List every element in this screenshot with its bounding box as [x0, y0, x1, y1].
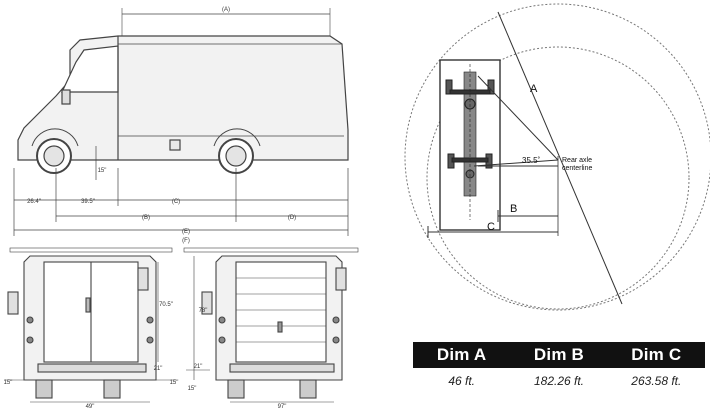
side-mid-dim: 15"	[98, 168, 107, 174]
value-dim-c: 263.58 ft.	[631, 374, 682, 388]
label-b: B	[510, 203, 517, 215]
header-dim-c: Dim C	[631, 345, 682, 364]
side-left-dim-2: 39.5"	[81, 199, 95, 205]
outer-turning-circle	[404, 3, 710, 311]
dimension-table-header: Dim A Dim B Dim C	[413, 342, 705, 368]
door-bottom-dim-mid: 97"	[278, 404, 287, 410]
door-low-dim: 21"	[194, 364, 203, 370]
header-dim-b: Dim B	[533, 345, 585, 364]
door-height-dim: 78"	[199, 308, 208, 314]
turning-radius-diagram	[404, 3, 710, 311]
door-bottom-dim-left: 15"	[188, 386, 197, 392]
rear-bottom-dim-right: 15"	[170, 380, 179, 386]
rear-axle-label-line2: centerline	[562, 165, 592, 172]
inner-turning-circle	[426, 46, 690, 310]
side-dim-b-label: (B)	[142, 215, 150, 221]
value-dim-b: 182.26 ft.	[533, 374, 585, 388]
label-c: C	[487, 221, 495, 233]
side-dim-f-label: (F)	[182, 238, 190, 244]
rear-bottom-dim-left: 15"	[4, 380, 13, 386]
side-dim-a-label: (A)	[222, 7, 230, 13]
angle-label: 35.5˚	[522, 156, 541, 165]
side-dim-d-label: (D)	[288, 215, 296, 221]
rear-low-dim: 21"	[154, 366, 163, 372]
side-dim-c-label: (C)	[172, 199, 180, 205]
label-a: A	[530, 83, 538, 95]
van-side-view	[13, 8, 349, 236]
van-rear-view	[4, 247, 176, 403]
dimension-table: Dim A Dim B Dim C 46 ft. 182.26 ft. 263.…	[413, 342, 705, 388]
header-dim-a: Dim A	[436, 345, 487, 364]
side-left-dim-1: 26.4"	[27, 199, 41, 205]
van-door-view	[183, 247, 359, 403]
dimension-table-values: 46 ft. 182.26 ft. 263.58 ft.	[413, 374, 705, 388]
rear-bottom-dim-mid: 49"	[86, 404, 95, 410]
value-dim-a: 46 ft.	[448, 374, 475, 388]
rear-axle-label-line1: Rear axle	[562, 157, 592, 164]
rear-side-dim: 70.5"	[159, 302, 173, 308]
side-dim-e-label: (E)	[182, 229, 190, 235]
